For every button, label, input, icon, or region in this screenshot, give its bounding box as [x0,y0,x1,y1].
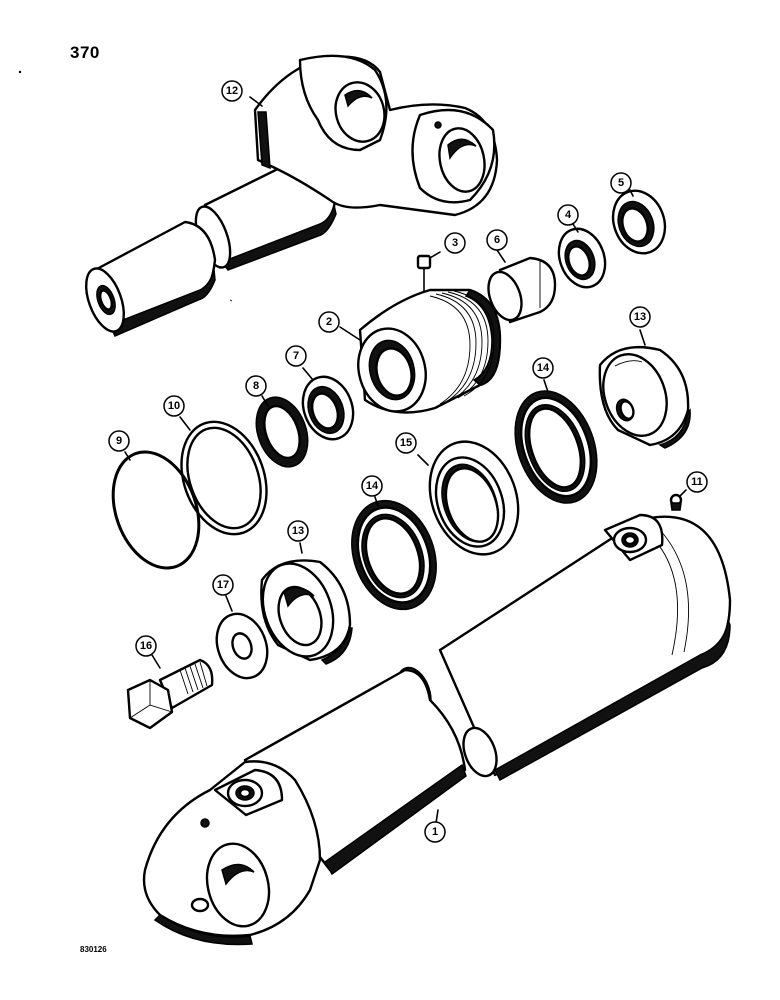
cylinder-barrel [142,513,732,946]
callout-15: 15 [395,432,417,454]
rod-seal [611,189,667,255]
callout-8: 8 [245,375,267,397]
callout-10: 10 [163,395,185,417]
wiper-seal [557,227,607,289]
washer [215,612,269,680]
piston-ring-left [351,499,437,611]
svg-text:6: 6 [494,234,500,246]
svg-text:9: 9 [116,435,122,447]
svg-text:14: 14 [366,480,379,492]
piston-ring-right [514,390,598,504]
svg-text:11: 11 [691,476,703,488]
svg-text:8: 8 [253,380,259,392]
wear-ring [428,440,520,556]
reference-code: 830126 [80,945,107,954]
callout-6: 6 [486,229,508,251]
svg-text:1: 1 [432,826,438,838]
svg-text:17: 17 [217,579,229,591]
bushing [487,256,557,324]
backup-ring [301,375,355,441]
o-ring-seal [255,396,309,468]
svg-text:16: 16 [140,640,152,652]
piston-lower [260,559,353,665]
callout-14-right: 14 [532,357,554,379]
svg-text:13: 13 [634,311,646,323]
o-ring [111,450,201,570]
callout-4: 4 [557,204,579,226]
callout-3: 3 [444,232,466,254]
callout-12: 12 [221,80,243,102]
callout-17: 17 [212,574,234,596]
page-number: 370 [70,43,100,62]
callout-11: 11 [686,471,708,493]
callout-13-upper: 13 [629,306,651,328]
svg-text:15: 15 [400,437,412,449]
svg-text:13: 13 [292,525,304,537]
callout-5: 5 [610,172,632,194]
piston-upper [598,346,691,449]
callout-2: 2 [318,311,340,333]
svg-text:2: 2 [326,316,332,328]
svg-text:14: 14 [537,362,550,374]
callout-16: 16 [135,635,157,657]
svg-text:12: 12 [226,85,238,97]
hex-bolt [126,658,214,730]
svg-text:4: 4 [565,209,572,221]
grease-fitting [669,493,683,511]
cylinder-gland [357,288,502,414]
svg-text:3: 3 [452,237,458,249]
callout-9: 9 [108,430,130,452]
backup-ring-large [180,420,268,536]
callout-13-lower: 13 [287,520,309,542]
svg-text:5: 5 [618,177,624,189]
svg-text:7: 7 [293,350,299,362]
svg-text:10: 10 [168,400,180,412]
callout-14-left: 14 [361,475,383,497]
callout-1: 1 [424,821,446,843]
callout-7: 7 [285,345,307,367]
piston-rod-clevis [84,54,499,337]
